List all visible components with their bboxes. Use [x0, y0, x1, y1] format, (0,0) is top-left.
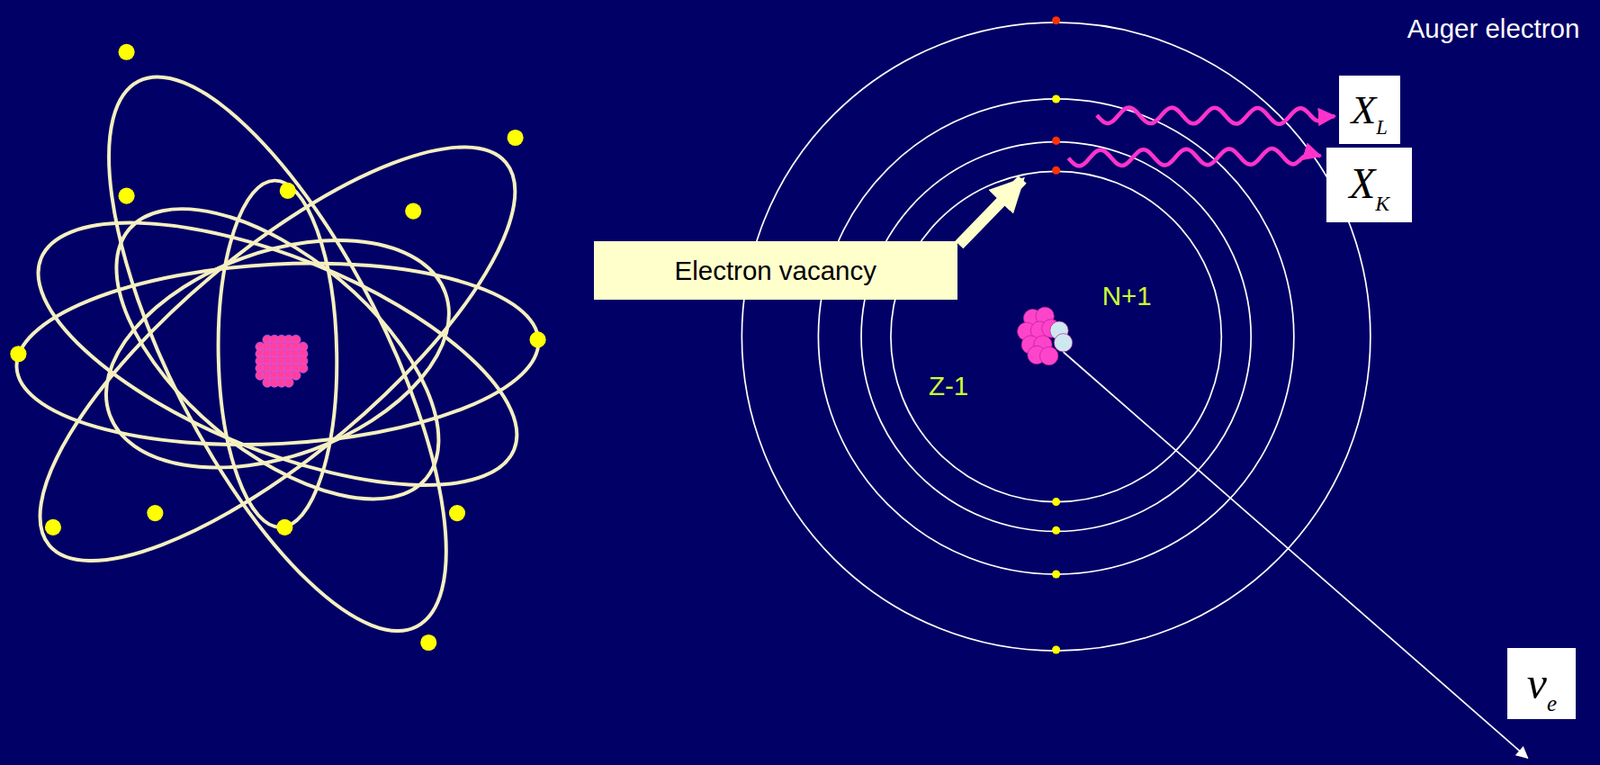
atom-nucleus — [255, 334, 308, 387]
x-ray-wave — [1096, 107, 1335, 124]
shell-electron — [1051, 645, 1061, 654]
electron-orbit — [74, 197, 481, 512]
electron-orbit — [215, 179, 340, 529]
subscript: L — [1375, 116, 1388, 139]
electron-orbit — [43, 32, 513, 675]
electron — [507, 129, 524, 146]
nucleon — [1039, 346, 1058, 365]
electron — [404, 203, 422, 220]
electron — [118, 44, 135, 61]
neutron-number: N+1 — [1102, 280, 1152, 312]
x-ray-box: XK — [1326, 147, 1412, 223]
shell-electron — [1051, 166, 1061, 175]
process-label: Auger electron — [1407, 13, 1581, 45]
vacancy-pointer — [959, 179, 1023, 245]
nucleon — [291, 370, 301, 380]
electron — [146, 504, 163, 522]
node-text: Electron vacancy — [674, 255, 877, 286]
electron — [118, 188, 135, 205]
nucleon — [298, 363, 308, 373]
orbit-group — [0, 32, 572, 675]
shell-electron — [1051, 94, 1061, 103]
electron-orbit — [66, 154, 489, 553]
nucleon — [1053, 333, 1072, 352]
electron — [279, 182, 297, 199]
symbol: X — [1351, 87, 1377, 133]
electron-shell — [861, 142, 1251, 532]
shell-electron — [1051, 570, 1061, 579]
symbol: ν — [1527, 658, 1547, 709]
text-group: XL — [1351, 89, 1388, 131]
electron — [44, 519, 62, 536]
shell-group — [741, 22, 1371, 651]
neutrino-path — [1063, 351, 1529, 758]
x-ray-box: XL — [1339, 75, 1401, 144]
atomic-number: Z-1 — [928, 370, 969, 402]
subscript: e — [1546, 691, 1557, 716]
electron — [449, 504, 466, 522]
shell-electron — [1051, 16, 1061, 25]
electron-shell — [890, 170, 1222, 502]
electron — [530, 331, 547, 348]
text-group: XK — [1348, 162, 1390, 207]
electron-group — [9, 44, 546, 651]
electron-shell — [817, 98, 1294, 575]
electron-shell — [741, 22, 1371, 651]
electron — [276, 519, 293, 536]
x-ray-wave — [1068, 148, 1321, 166]
electron — [9, 345, 27, 362]
shell-electron — [1051, 497, 1061, 506]
electron-orbit — [4, 168, 550, 540]
callout-box: Electron vacancy — [593, 241, 958, 300]
electron-orbit — [0, 84, 572, 624]
shell-electron — [1051, 526, 1061, 535]
text-group: Electron vacancy — [674, 254, 877, 287]
nucleon — [284, 377, 294, 387]
symbol: X — [1348, 160, 1376, 207]
daughter-nucleus — [1017, 306, 1073, 366]
electron — [420, 634, 437, 651]
text-group: νe — [1527, 661, 1557, 707]
subscript: K — [1375, 191, 1390, 216]
neutrino-box: νe — [1507, 647, 1576, 720]
shell-electron — [1051, 136, 1061, 145]
